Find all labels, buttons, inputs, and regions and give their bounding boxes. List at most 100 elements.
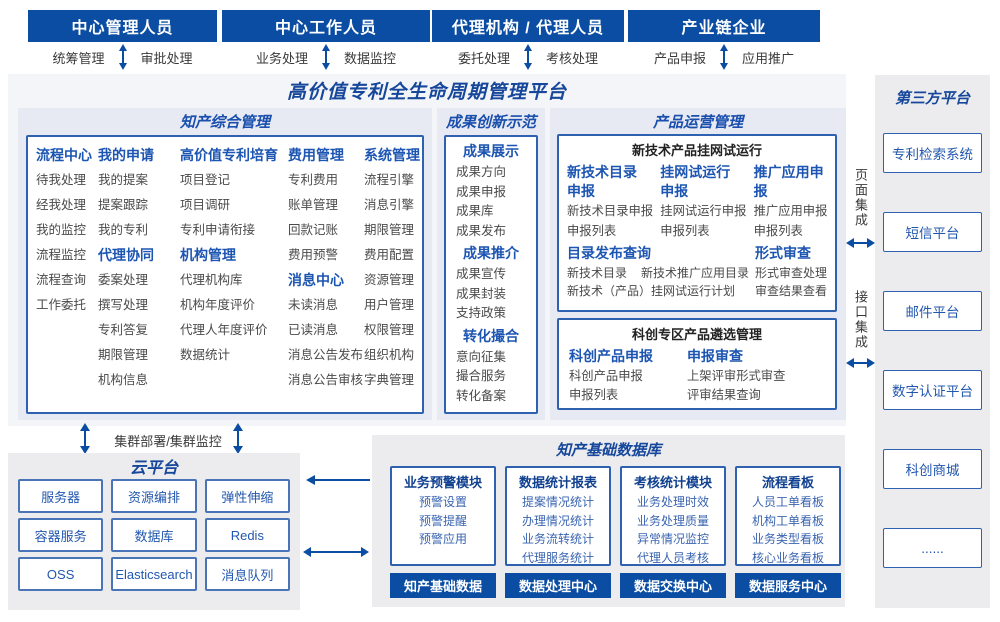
menu-item: 意向征集 — [456, 349, 507, 364]
cloud-service-box: 服务器 — [18, 479, 104, 513]
module-header: 考核统计模块 — [633, 475, 712, 490]
menu-item: 核心业务看板 — [751, 550, 824, 565]
menu-item: 流程引擎 — [364, 173, 415, 187]
menu-item: 专利申请衔接 — [180, 223, 256, 237]
third-party-box: 数字认证平台 — [883, 370, 982, 410]
column-sci-product-apply: 科创产品申报 科创产品申报申报列表 — [569, 346, 687, 405]
column-online-trial-apply: 挂网试运行申报 挂网试运行申报申报列表 — [660, 163, 753, 241]
double-arrow-icon — [846, 237, 875, 249]
menu-item: 申报列表 — [753, 224, 803, 238]
menu-item: 流程监控 — [36, 248, 87, 262]
group-header: 高价值专利培育 — [180, 147, 278, 163]
menu-item: 转化备案 — [456, 388, 507, 403]
menu-item: 评审结果查询 — [687, 388, 761, 402]
role-action-label: 统筹管理 — [52, 50, 105, 66]
menu-item: 委案处理 — [98, 273, 149, 287]
ip-database-panel: 知产基础数据库 业务预警模块 预警设置预警提醒预警应用 知产基础数据 数据统计报… — [372, 435, 845, 607]
group-header: 流程中心 — [36, 147, 92, 163]
menu-item: 业务处理质量 — [636, 513, 709, 528]
third-party-box: 科创商城 — [883, 449, 982, 489]
menu-item: 业务处理时效 — [636, 495, 709, 509]
menu-item: 账单管理 — [288, 198, 339, 212]
module-statistic-report: 数据统计报表 提案情况统计办理情况统计业务流转统计代理服务统计 数据处理中心 — [505, 466, 611, 598]
group-header: 我的申请 — [98, 147, 154, 163]
menu-item: 机构信息 — [98, 373, 149, 387]
menu-item: 代理机构库 — [180, 273, 243, 287]
menu-item: 我的提案 — [98, 173, 149, 187]
role-box-agency: 代理机构 / 代理人员 — [432, 10, 624, 42]
menu-item: 业务流转统计 — [521, 532, 594, 546]
menu-item: 成果方向 — [456, 165, 507, 179]
group-header: 新技术目录申报 — [567, 164, 637, 199]
box-title: 新技术产品挂网试运行 — [631, 143, 762, 158]
menu-item: 我的专利 — [98, 223, 149, 237]
column-new-tech-catalog: 新技术目录申报 新技术目录申报申报列表 — [567, 163, 660, 241]
group-header: 机构管理 — [180, 247, 236, 263]
group-header: 科创产品申报 — [569, 348, 653, 364]
menu-item: 提案跟踪 — [98, 198, 149, 212]
module-footer-bar: 数据交换中心 — [620, 573, 726, 598]
cloud-service-box: 弹性伸缩 — [204, 479, 290, 513]
third-party-panel: 第三方平台 专利检索系统短信平台邮件平台数字认证平台科创商城...... — [875, 75, 990, 608]
group-header: 系统管理 — [364, 147, 420, 163]
cloud-service-box: 消息队列 — [204, 557, 290, 591]
module-footer-bar: 知产基础数据 — [390, 573, 496, 598]
menu-item: 权限管理 — [364, 323, 415, 337]
group-header: 推广应用申报 — [753, 164, 824, 199]
column-hvp-cultivation: 高价值专利培育 项目登记项目调研专利申请衔接 机构管理 代理机构库机构年度评价代… — [180, 143, 288, 393]
double-arrow-icon — [321, 44, 331, 70]
group-header: 申报审查 — [687, 348, 743, 364]
menu-item: 代理服务统计 — [521, 550, 594, 565]
menu-item: 已读消息 — [288, 323, 339, 337]
role-action-label: 审批处理 — [140, 50, 193, 66]
group-header: 成果推介 — [463, 245, 519, 261]
menu-item: 我的监控 — [36, 223, 87, 237]
column-my-application: 我的申请 我的提案提案跟踪我的专利 代理协同 委案处理撰写处理专利答复期限管理机… — [98, 143, 180, 393]
menu-item: 回款记账 — [288, 223, 339, 237]
menu-item: 撮合服务 — [456, 369, 507, 383]
cloud-service-box: Redis — [204, 518, 290, 552]
menu-item: 成果宣传 — [456, 267, 507, 281]
role-action-label: 考核处理 — [546, 50, 599, 66]
role-sub-enterprise: 产品申报 应用推广 — [628, 44, 820, 70]
menu-item: 成果申报 — [456, 184, 507, 199]
module-header: 业务预警模块 — [403, 475, 482, 490]
role-sub-center-manager: 统筹管理 审批处理 — [28, 44, 217, 70]
cloud-platform-title: 云平台 — [129, 459, 178, 477]
group-header: 形式审查 — [755, 245, 811, 261]
cluster-link-label: 集群部署/集群监控 — [114, 434, 222, 449]
double-arrow-icon — [117, 44, 128, 70]
innovation-box: 成果展示 成果方向成果申报成果库成果发布 成果推介 成果宣传成果封装支持政策 转… — [444, 135, 538, 414]
menu-item: 资源管理 — [364, 273, 415, 287]
menu-item: 申报列表 — [567, 224, 617, 238]
menu-item: 上架评审形式审查 — [687, 369, 786, 383]
menu-item: 期限管理 — [364, 223, 415, 237]
cloud-service-box: OSS — [18, 557, 104, 591]
module-box: 流程看板 人员工单看板机构工单看板业务类型看板核心业务看板 — [735, 466, 841, 566]
menu-item: 新技术目录申报 — [567, 204, 654, 218]
module-assessment-statistic: 考核统计模块 业务处理时效业务处理质量异常情况监控代理人员考核 数据交换中心 — [620, 466, 726, 598]
ip-database-title: 知产基础数据库 — [555, 441, 661, 459]
cloud-service-box: 资源编排 — [111, 479, 197, 513]
role-action-label: 产品申报 — [653, 50, 706, 66]
column-apply-review: 申报审查 上架评审形式审查评审结果查询 — [687, 346, 827, 405]
sci-tech-selection-box: 科创专区产品遴选管理 科创产品申报 科创产品申报申报列表 申报审查 上架评审形式… — [557, 318, 837, 410]
menu-item: 成果库 — [456, 204, 494, 218]
menu-item: 经我处理 — [36, 198, 87, 212]
menu-item: 流程查询 — [36, 273, 87, 287]
menu-item: 审查结果查看 — [755, 284, 828, 298]
api-integration-label: 接口集成 — [853, 290, 868, 350]
menu-item: 异常情况监控 — [636, 532, 709, 546]
module-box: 数据统计报表 提案情况统计办理情况统计业务流转统计代理服务统计 — [505, 466, 611, 566]
menu-item: 项目调研 — [180, 198, 231, 212]
menu-item: 专利费用 — [288, 173, 339, 187]
third-party-box: 专利检索系统 — [883, 133, 982, 173]
platform-panel: 高价值专利全生命周期管理平台 知产综合管理 流程中心 待我处理经我处理我的监控流… — [8, 74, 846, 426]
section-title: 成果创新示范 — [445, 114, 536, 131]
double-arrow-icon — [523, 44, 533, 70]
box-title: 科创专区产品遴选管理 — [631, 327, 762, 342]
role-action-label: 数据监控 — [344, 50, 397, 66]
menu-item: 新技术（产品）挂网试运行计划 — [567, 284, 736, 298]
section-title: 知产综合管理 — [179, 114, 270, 131]
role-action-label: 应用推广 — [742, 50, 795, 66]
